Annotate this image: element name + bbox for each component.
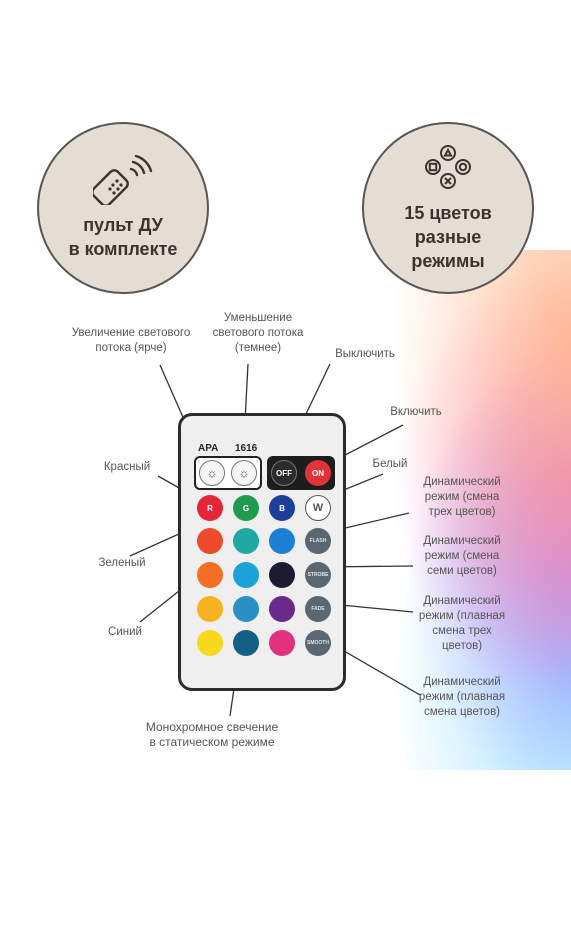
brightness-down-button[interactable]: ☼ [231, 460, 257, 486]
label-strobe: Динамический режим (смена семи цветов) [406, 534, 518, 579]
red-button[interactable]: R [197, 495, 223, 521]
badge-right-line-1: 15 цветов [404, 203, 492, 223]
label-fade-line-4: цветов) [441, 640, 483, 652]
color-button[interactable] [269, 528, 295, 554]
color-button[interactable] [269, 630, 295, 656]
label-flash-line-3: трех цветов) [428, 506, 496, 518]
flash-button[interactable]: FLASH [305, 528, 331, 554]
badge-left-line-1: пульт ДУ [83, 215, 163, 235]
color-button[interactable] [233, 596, 259, 622]
label-dimmer-line-3: (темнее) [234, 342, 282, 354]
fade-button[interactable]: FADE [305, 596, 331, 622]
color-button[interactable] [197, 596, 223, 622]
label-red: Красный [103, 461, 151, 473]
color-button[interactable] [269, 562, 295, 588]
color-button[interactable] [197, 528, 223, 554]
badge-right-line-2: разные [414, 227, 482, 247]
blue-button[interactable]: B [269, 495, 295, 521]
color-button[interactable] [233, 630, 259, 656]
color-button[interactable] [233, 528, 259, 554]
gamepad-buttons-icon [425, 145, 471, 189]
label-brighter-line-1: Увеличение светового [71, 327, 191, 339]
label-mono-line-2: в статическом режиме [149, 735, 275, 749]
color-button[interactable] [233, 562, 259, 588]
label-mono-line-1: Монохромное свечение [145, 720, 279, 734]
color-button[interactable] [269, 596, 295, 622]
label-smooth-line-3: смена цветов) [423, 706, 501, 718]
label-strobe-line-3: семи цветов) [427, 565, 497, 577]
sun-icon: ☼ [206, 466, 218, 480]
label-blue: Синий [108, 626, 142, 638]
remote-brand-label: APA [198, 443, 219, 454]
label-mono: Монохромное свечение в статическом режим… [112, 720, 312, 750]
badge-colors-modes: 15 цветов разные режимы [362, 122, 534, 294]
label-smooth-line-1: Динамический [423, 676, 501, 688]
remote-model-label: 1616 [235, 443, 258, 454]
color-button[interactable] [197, 630, 223, 656]
badge-left-line-2: в комплекте [68, 239, 178, 259]
color-button[interactable] [197, 562, 223, 588]
label-brighter-line-2: потока (ярче) [95, 342, 167, 354]
sun-icon: ☼ [238, 466, 250, 480]
badge-right-line-3: режимы [411, 251, 485, 271]
label-off: Выключить [335, 348, 395, 360]
label-on: Включить [390, 406, 442, 418]
label-fade-line-2: режим (плавная [418, 610, 506, 622]
label-dimmer-line-1: Уменьшение [223, 312, 293, 324]
label-strobe-line-2: режим (смена [424, 550, 500, 562]
label-brighter: Увеличение светового потока (ярче) [50, 326, 212, 356]
label-flash: Динамический режим (смена трех цветов) [406, 475, 518, 520]
on-button[interactable]: ON [305, 460, 331, 486]
white-button[interactable]: W [305, 495, 331, 521]
green-button[interactable]: G [233, 495, 259, 521]
label-flash-line-1: Динамический [423, 476, 501, 488]
label-smooth-line-2: режим (плавная [418, 691, 506, 703]
label-fade-line-1: Динамический [423, 595, 501, 607]
off-button[interactable]: OFF [271, 460, 297, 486]
label-strobe-line-1: Динамический [423, 535, 501, 547]
label-white: Белый [372, 458, 408, 470]
label-dimmer: Уменьшение светового потока (темнее) [196, 311, 320, 356]
label-green: Зеленый [98, 557, 146, 569]
label-flash-line-2: режим (смена [424, 491, 500, 503]
label-fade: Динамический режим (плавная смена трех ц… [406, 594, 518, 654]
badge-remote-included: пульт ДУ в комплекте [37, 122, 209, 294]
label-smooth: Динамический режим (плавная смена цветов… [406, 675, 518, 720]
smooth-button[interactable]: SMOOTH [305, 630, 331, 656]
brightness-up-button[interactable]: ☼ [199, 460, 225, 486]
remote-control: APA 1616 ☼ ☼ OFF ON R G B W FLASH STROBE… [178, 413, 346, 691]
strobe-button[interactable]: STROBE [305, 562, 331, 588]
label-dimmer-line-2: светового потока [212, 327, 304, 339]
label-fade-line-3: смена трех [432, 625, 492, 637]
remote-control-icon [93, 155, 153, 205]
